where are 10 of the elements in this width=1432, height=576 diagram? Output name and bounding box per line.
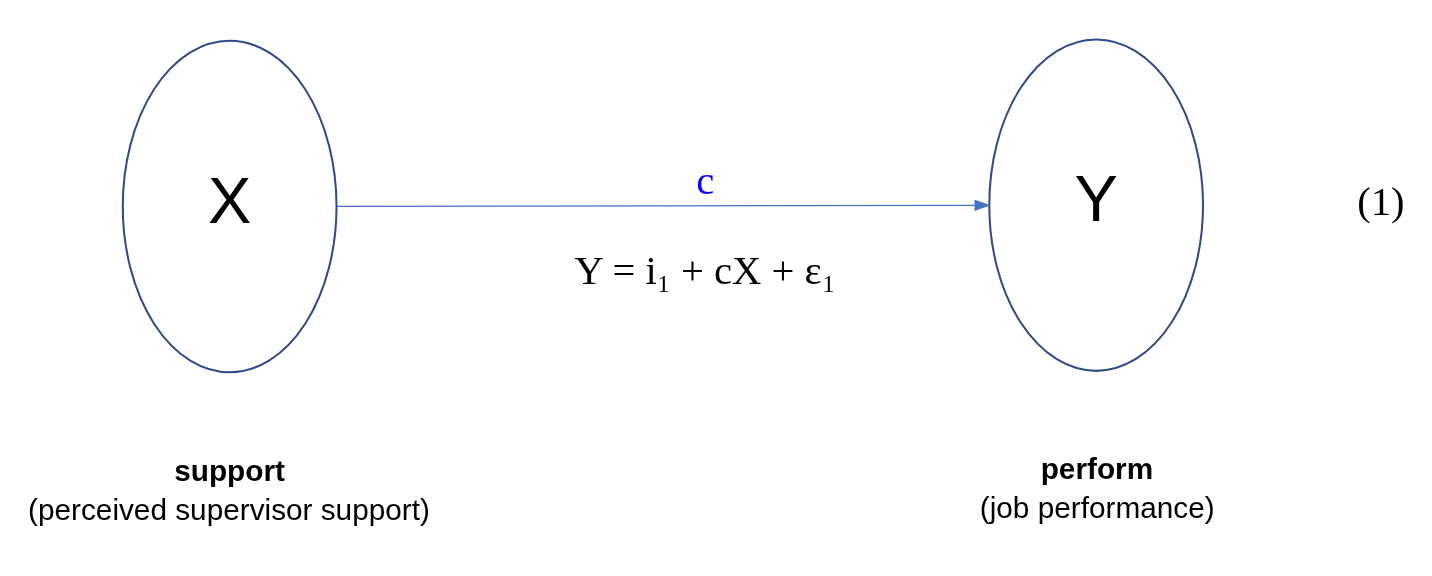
node-label: support [174, 453, 285, 487]
node-label: (job performance) [979, 491, 1215, 525]
node-ellipse: X [121, 39, 338, 374]
label: (1) [1357, 179, 1405, 225]
arrow [336, 199, 991, 211]
edge-label: c [696, 158, 715, 204]
node-ellipse: Y [988, 38, 1205, 372]
label: Y = i₁ + cX + ε₁ [574, 248, 836, 294]
node-label: perform [1040, 452, 1154, 486]
node-label: (perceived supervisor support) [28, 492, 430, 526]
